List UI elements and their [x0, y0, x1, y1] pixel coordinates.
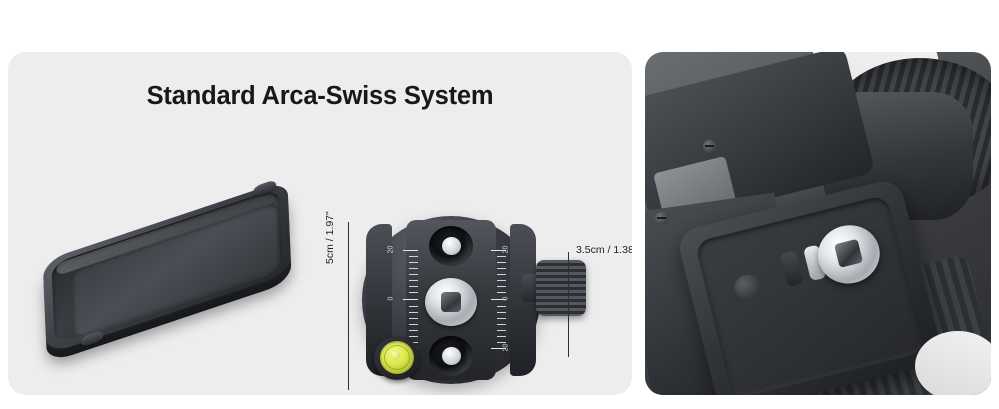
- clamp-height-label: 5cm / 1.97": [324, 211, 336, 264]
- camera-photo-panel: [645, 52, 991, 395]
- plate-top-surface: [42, 179, 292, 355]
- bubble-level-bubble: [391, 351, 400, 360]
- clamp-locking-knob: [536, 260, 586, 316]
- clamp-scale-right: 20 0 20: [484, 246, 510, 352]
- clamp-scale-value: 20: [502, 245, 510, 254]
- clamp-height-dimension-line: [348, 222, 350, 390]
- bubble-level: [374, 336, 420, 380]
- photo-background-highlight: [915, 331, 991, 395]
- clamp-body: 20 0 20: [362, 216, 540, 384]
- plate-3d-body: [42, 179, 292, 364]
- camera-body-screw: [703, 140, 716, 153]
- clamp-scale-value: 0: [387, 296, 395, 301]
- arca-swiss-clamp-figure: 5cm / 1.97": [324, 202, 632, 395]
- page-title: Standard Arca-Swiss System: [146, 82, 494, 110]
- screw-head: [153, 394, 206, 395]
- clamp-depth-dimension-line: [568, 252, 570, 357]
- bubble-level-ring: [384, 345, 410, 370]
- clamp-mounting-hole: [429, 336, 473, 376]
- plate-d-ring-screw: [144, 386, 215, 395]
- clamp-depth-label: 3.5cm / 1.38": [576, 244, 632, 256]
- quick-release-plate-figure: 3.8cm / 1.5" 6cm / 2.36": [26, 170, 316, 395]
- mounted-plate-recess: [694, 194, 926, 395]
- clamp-center-screw: [425, 278, 477, 326]
- clamp-scale-value: 20: [387, 245, 395, 254]
- clamp-scale-left: 20 0 20: [387, 246, 418, 351]
- clamp-scale-value: 0: [502, 296, 510, 301]
- camera-body-screw: [655, 212, 668, 225]
- clamp-mounting-hole: [429, 226, 473, 266]
- clamp-scale-value: 20: [502, 343, 510, 352]
- left-illustration-panel: Standard Arca-Swiss System 3.8cm / 1.5" …: [8, 52, 632, 395]
